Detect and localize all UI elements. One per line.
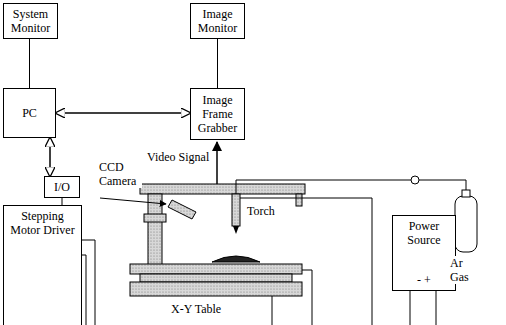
part-label: CCD Camera <box>98 160 142 188</box>
connector-line <box>62 198 63 205</box>
box-label: I/O <box>54 180 70 194</box>
box-label: Image Monitor <box>193 7 242 35</box>
block-box: System Monitor <box>3 3 58 39</box>
box-label: PC <box>22 106 37 120</box>
part-label: Video Signal <box>146 150 210 164</box>
block-box: Stepping Motor Driver <box>3 205 82 325</box>
box-label: System Monitor <box>6 7 55 35</box>
connector-arrow <box>56 112 190 114</box>
connector-line <box>29 39 30 88</box>
terminal-label: - + <box>417 273 431 287</box>
block-box: Image Frame Grabber <box>190 88 245 140</box>
box-label: Power Source <box>395 219 453 247</box>
block-box: Power Source - + <box>392 215 456 291</box>
connector-arrow <box>49 138 51 176</box>
part-label: X-Y Table <box>170 302 222 316</box>
box-label: Image Frame Grabber <box>193 93 242 135</box>
block-box: I/O <box>44 176 80 198</box>
connector-line <box>217 39 218 88</box>
part-label: Ar Gas <box>449 256 481 284</box>
block-box: PC <box>3 88 56 138</box>
box-label: Stepping Motor Driver <box>6 209 79 237</box>
block-box: Image Monitor <box>190 3 245 39</box>
part-label: Torch <box>246 204 276 218</box>
